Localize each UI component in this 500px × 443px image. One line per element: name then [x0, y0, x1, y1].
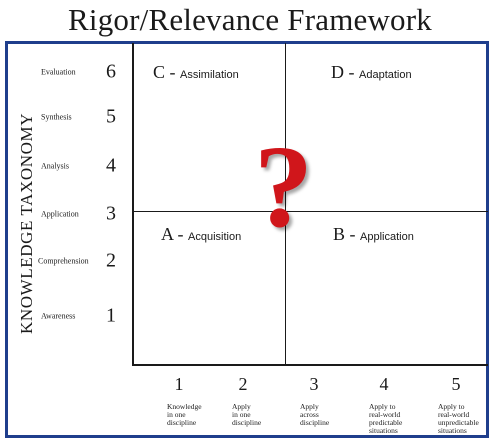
- x-desc-line: situations: [438, 426, 467, 435]
- level-number-1: 1: [106, 304, 116, 327]
- level-name-comprehension: Comprehension: [38, 256, 89, 266]
- x-desc-line: real-world: [369, 410, 401, 419]
- quadrant-a-letter: A -: [161, 224, 188, 244]
- level-number-6: 6: [106, 60, 116, 83]
- x-desc-line: unpredictable: [438, 418, 479, 427]
- level-name-evaluation: Evaluation: [41, 67, 76, 77]
- level-name-synthesis: Synthesis: [41, 112, 72, 122]
- x-level-desc-3: Apply across discipline: [300, 403, 329, 427]
- x-level-number-4: 4: [379, 374, 389, 394]
- quadrant-a-name: Acquisition: [188, 231, 242, 243]
- x-level-desc-1: Knowledge in one discipline: [167, 403, 202, 427]
- x-level-number-1: 1: [174, 374, 184, 394]
- x-desc-line: real-world: [438, 410, 470, 419]
- quadrant-b-letter: B -: [333, 224, 360, 244]
- quadrant-c-name: Assimilation: [180, 69, 239, 81]
- level-number-3: 3: [106, 202, 116, 225]
- quadrant-c-letter: C -: [153, 62, 180, 82]
- quadrant-vertical-divider: [285, 43, 286, 365]
- level-number-4: 4: [106, 154, 116, 177]
- level-name-awareness: Awareness: [41, 311, 76, 321]
- question-mark-icon: ?: [254, 121, 313, 252]
- quadrant-b-label: B - Application: [333, 224, 414, 245]
- x-desc-line: discipline: [232, 418, 262, 427]
- level-number-5: 5: [106, 105, 116, 128]
- y-axis-title: KNOWLEDGE TAXONOMY: [17, 112, 36, 334]
- x-desc-line: Apply to: [369, 402, 396, 411]
- x-level-desc-4: Apply to real-world predictable situatio…: [369, 403, 402, 435]
- x-desc-line: discipline: [300, 418, 330, 427]
- x-desc-line: Apply: [300, 402, 319, 411]
- x-level-desc-5: Apply to real-world unpredictable situat…: [438, 403, 479, 435]
- quadrant-b-name: Application: [360, 231, 414, 243]
- x-desc-line: situations: [369, 426, 398, 435]
- diagram-frame: [5, 41, 489, 438]
- x-level-desc-2: Apply in one discipline: [232, 403, 261, 427]
- x-desc-line: in one: [167, 410, 186, 419]
- x-desc-line: in one: [232, 410, 251, 419]
- level-name-application: Application: [41, 209, 79, 219]
- quadrant-d-letter: D -: [331, 62, 359, 82]
- quadrant-horizontal-divider: [133, 211, 488, 212]
- x-desc-line: Apply to: [438, 402, 465, 411]
- x-desc-line: Apply: [232, 402, 251, 411]
- x-level-number-5: 5: [451, 374, 461, 394]
- level-name-analysis: Analysis: [41, 161, 69, 171]
- x-desc-line: across: [300, 410, 319, 419]
- x-desc-line: predictable: [369, 418, 403, 427]
- quadrant-d-label: D - Adaptation: [331, 62, 412, 83]
- quadrant-d-name: Adaptation: [359, 69, 412, 81]
- x-level-number-3: 3: [309, 374, 319, 394]
- x-axis-line: [132, 364, 488, 366]
- x-desc-line: Knowledge: [167, 402, 202, 411]
- x-desc-line: discipline: [167, 418, 197, 427]
- quadrant-c-label: C - Assimilation: [153, 62, 239, 83]
- page-title: Rigor/Relevance Framework: [68, 2, 432, 37]
- quadrant-a-label: A - Acquisition: [161, 224, 241, 245]
- x-level-number-2: 2: [238, 374, 248, 394]
- level-number-2: 2: [106, 249, 116, 272]
- y-axis-line: [132, 43, 134, 365]
